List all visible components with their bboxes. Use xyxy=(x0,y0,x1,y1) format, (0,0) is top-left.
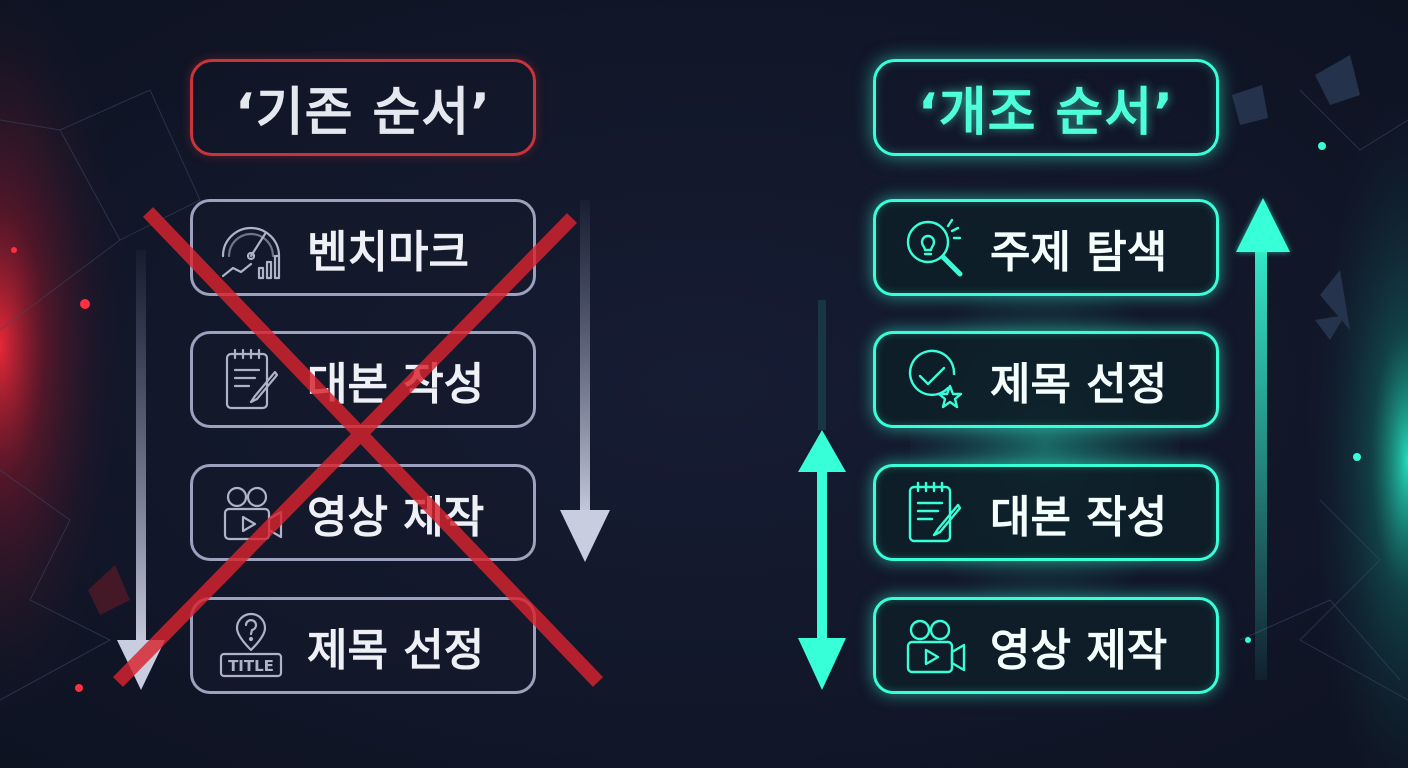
new-step-video: 영상 제작 xyxy=(873,597,1219,694)
notepad-pen-icon xyxy=(908,481,962,542)
new-order-title: ‘개조 순서’ xyxy=(873,59,1219,156)
video-camera-icon xyxy=(223,486,283,540)
new-step-label: 대본 작성 xyxy=(990,491,1168,543)
speedometer-chart-icon xyxy=(221,226,281,279)
new-step-label: 주제 탐색 xyxy=(990,226,1168,278)
old-step-label: 대본 작성 xyxy=(307,358,485,410)
old-step-label: 영상 제작 xyxy=(307,491,485,543)
notepad-pen-icon xyxy=(225,348,279,409)
new-step-topic: 주제 탐색 xyxy=(873,199,1219,296)
old-step-video: 영상 제작 xyxy=(190,464,536,561)
title-question-icon: TITLE xyxy=(219,612,283,677)
new-step-label: 영상 제작 xyxy=(990,624,1168,676)
old-step-script: 대본 작성 xyxy=(190,331,536,428)
video-camera-icon xyxy=(906,619,966,673)
old-step-label: 제목 선정 xyxy=(307,624,485,676)
new-step-label: 제목 선정 xyxy=(990,358,1168,410)
old-step-label: 벤치마크 xyxy=(307,226,469,278)
magnifier-lightbulb-icon xyxy=(906,218,963,276)
old-step-benchmark: 벤치마크 xyxy=(190,199,536,296)
new-step-title: 제목 선정 xyxy=(873,331,1219,428)
old-step-title: TITLE 제목 선정 xyxy=(190,597,536,694)
old-order-title: ‘기존 순서’ xyxy=(190,59,536,156)
svg-text:TITLE: TITLE xyxy=(228,657,274,675)
new-step-script: 대본 작성 xyxy=(873,464,1219,561)
check-star-icon xyxy=(908,349,963,408)
